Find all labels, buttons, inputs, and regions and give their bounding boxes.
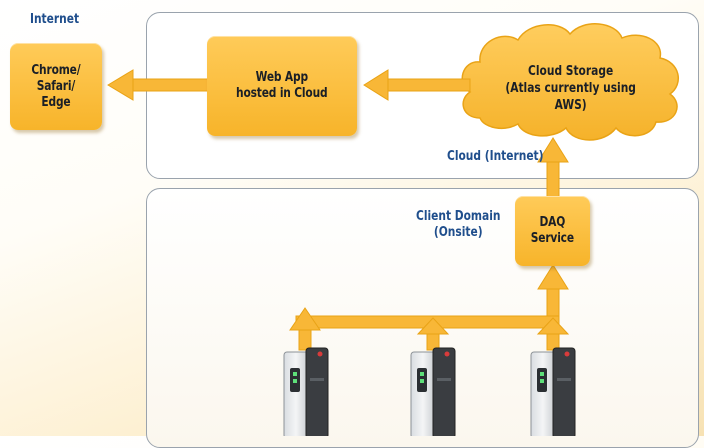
daq-service-label: DAQ Service bbox=[530, 215, 575, 246]
daq-service-node: DAQ Service bbox=[515, 196, 590, 266]
browser-node: Chrome/ Safari/ Edge bbox=[10, 43, 102, 130]
client-domain-label: Client Domain (Onsite) bbox=[416, 209, 501, 240]
browser-node-label: Chrome/ Safari/ Edge bbox=[31, 62, 81, 110]
cloud-storage-shape bbox=[461, 23, 680, 141]
arrow-instrument-2-up bbox=[416, 317, 450, 351]
cloud-zone-label: Cloud (Internet) bbox=[447, 149, 544, 164]
arrow-instrument-1-up bbox=[289, 307, 321, 351]
arrow-cloud-to-webapp bbox=[363, 69, 471, 101]
lab-instrument-icon bbox=[283, 347, 329, 436]
web-app-node: Web App hosted in Cloud bbox=[207, 36, 357, 136]
arrow-instrument-3-up bbox=[536, 317, 570, 351]
arrow-daq-to-cloud bbox=[537, 137, 569, 198]
arrow-bus-to-daq bbox=[537, 264, 569, 323]
connector-layer bbox=[107, 23, 680, 436]
lab-instrument-icon bbox=[530, 347, 576, 436]
web-app-node-label: Web App hosted in Cloud bbox=[236, 70, 328, 101]
cloud-storage-label: Cloud Storage (Atlas currently using AWS… bbox=[505, 64, 637, 113]
internet-zone-label: Internet bbox=[30, 12, 80, 27]
arrow-webapp-to-browser bbox=[107, 69, 209, 101]
lab-instrument-icon bbox=[410, 347, 456, 436]
cloud-storage-node: Cloud Storage (Atlas currently using AWS… bbox=[466, 46, 676, 114]
